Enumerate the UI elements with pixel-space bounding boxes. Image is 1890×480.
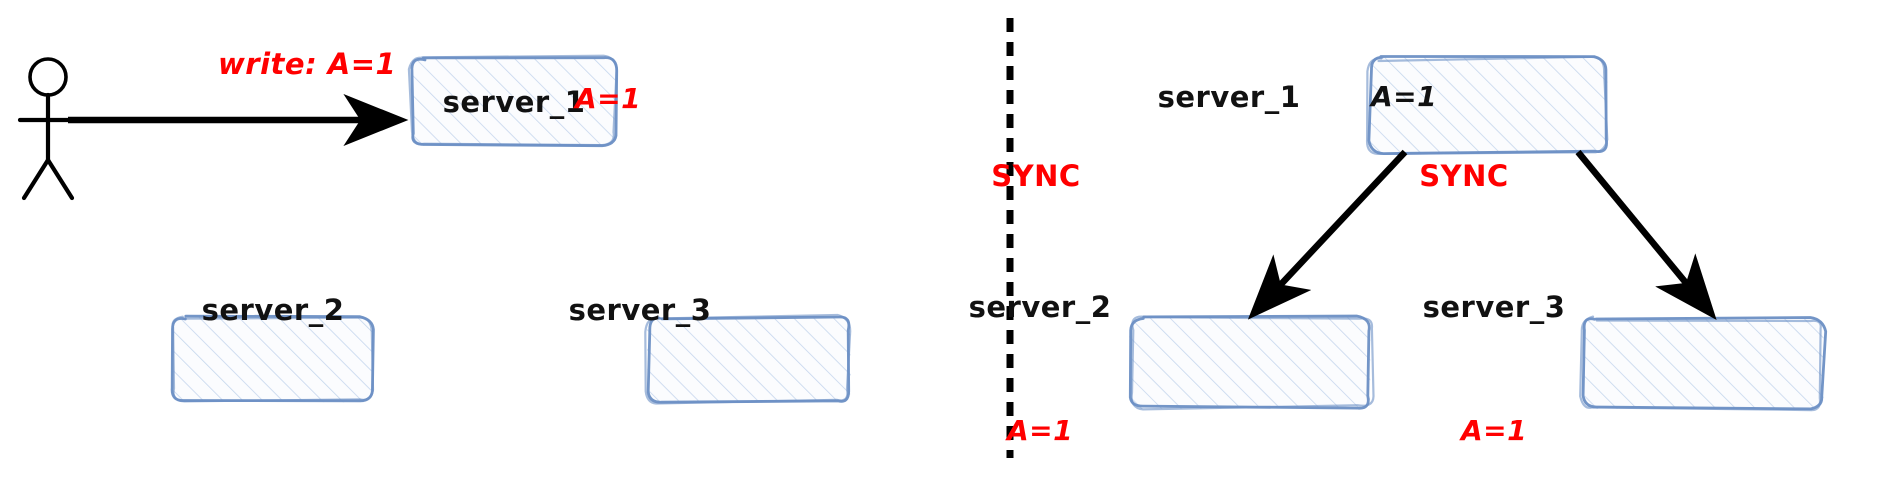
value-badge-server-3-right: A=1: [1460, 414, 1528, 447]
actor-leg-right: [45, 157, 75, 201]
sync-edge-left: [1247, 149, 1408, 320]
value-badge-server-2-right: A=1: [1006, 414, 1074, 447]
node-label-server-1-right: server_1: [1157, 80, 1301, 114]
node-server-1-hatch: [411, 58, 618, 147]
edge-label-sync-left: SYNC: [991, 159, 1081, 193]
node-label-server-2-left: server_2: [201, 293, 345, 327]
node-server-3-outline-b: [644, 313, 852, 405]
node-server-2: [170, 314, 375, 403]
node-server-2-hatch: [1129, 317, 1371, 409]
actor-leg-left: [21, 157, 51, 201]
node-server-2-hatch: [173, 317, 373, 403]
node-server-1-hatch: [1369, 57, 1608, 153]
edge-label-sync-right: SYNC: [1419, 159, 1509, 193]
actor-head: [28, 57, 68, 97]
node-server-2-outline-b: [1130, 315, 1375, 411]
sync-edge-right: [1575, 149, 1717, 321]
node-server-3-hatch: [1583, 317, 1824, 409]
node-server-3: [644, 313, 852, 405]
node-server-3-outline-b: [1579, 315, 1822, 412]
node-label-server-1-left: server_1: [442, 85, 586, 119]
node-server-1-outline-a: [1367, 55, 1608, 155]
node-server-3-hatch: [646, 317, 851, 402]
user-stick-figure: [17, 57, 75, 201]
node-server-3-outline-a: [1581, 316, 1828, 411]
node-server-1: [1365, 55, 1609, 155]
value-badge-server-1-left: A=1: [574, 82, 642, 115]
node-server-2: [1128, 314, 1375, 411]
value-badge-server-1-right: A=1: [1370, 80, 1438, 113]
node-label-server-3-right: server_3: [1422, 290, 1566, 324]
node-server-3: [1579, 315, 1828, 412]
node-server-1-outline-b: [407, 54, 618, 147]
node-label-server-3-left: server_3: [568, 293, 712, 327]
node-server-1-outline-b: [1365, 55, 1609, 155]
node-server-2-outline-b: [171, 315, 375, 403]
node-server-1: [407, 54, 619, 148]
node-label-server-2-right: server_2: [968, 290, 1112, 324]
edge-label-write: write: A=1: [218, 47, 397, 81]
